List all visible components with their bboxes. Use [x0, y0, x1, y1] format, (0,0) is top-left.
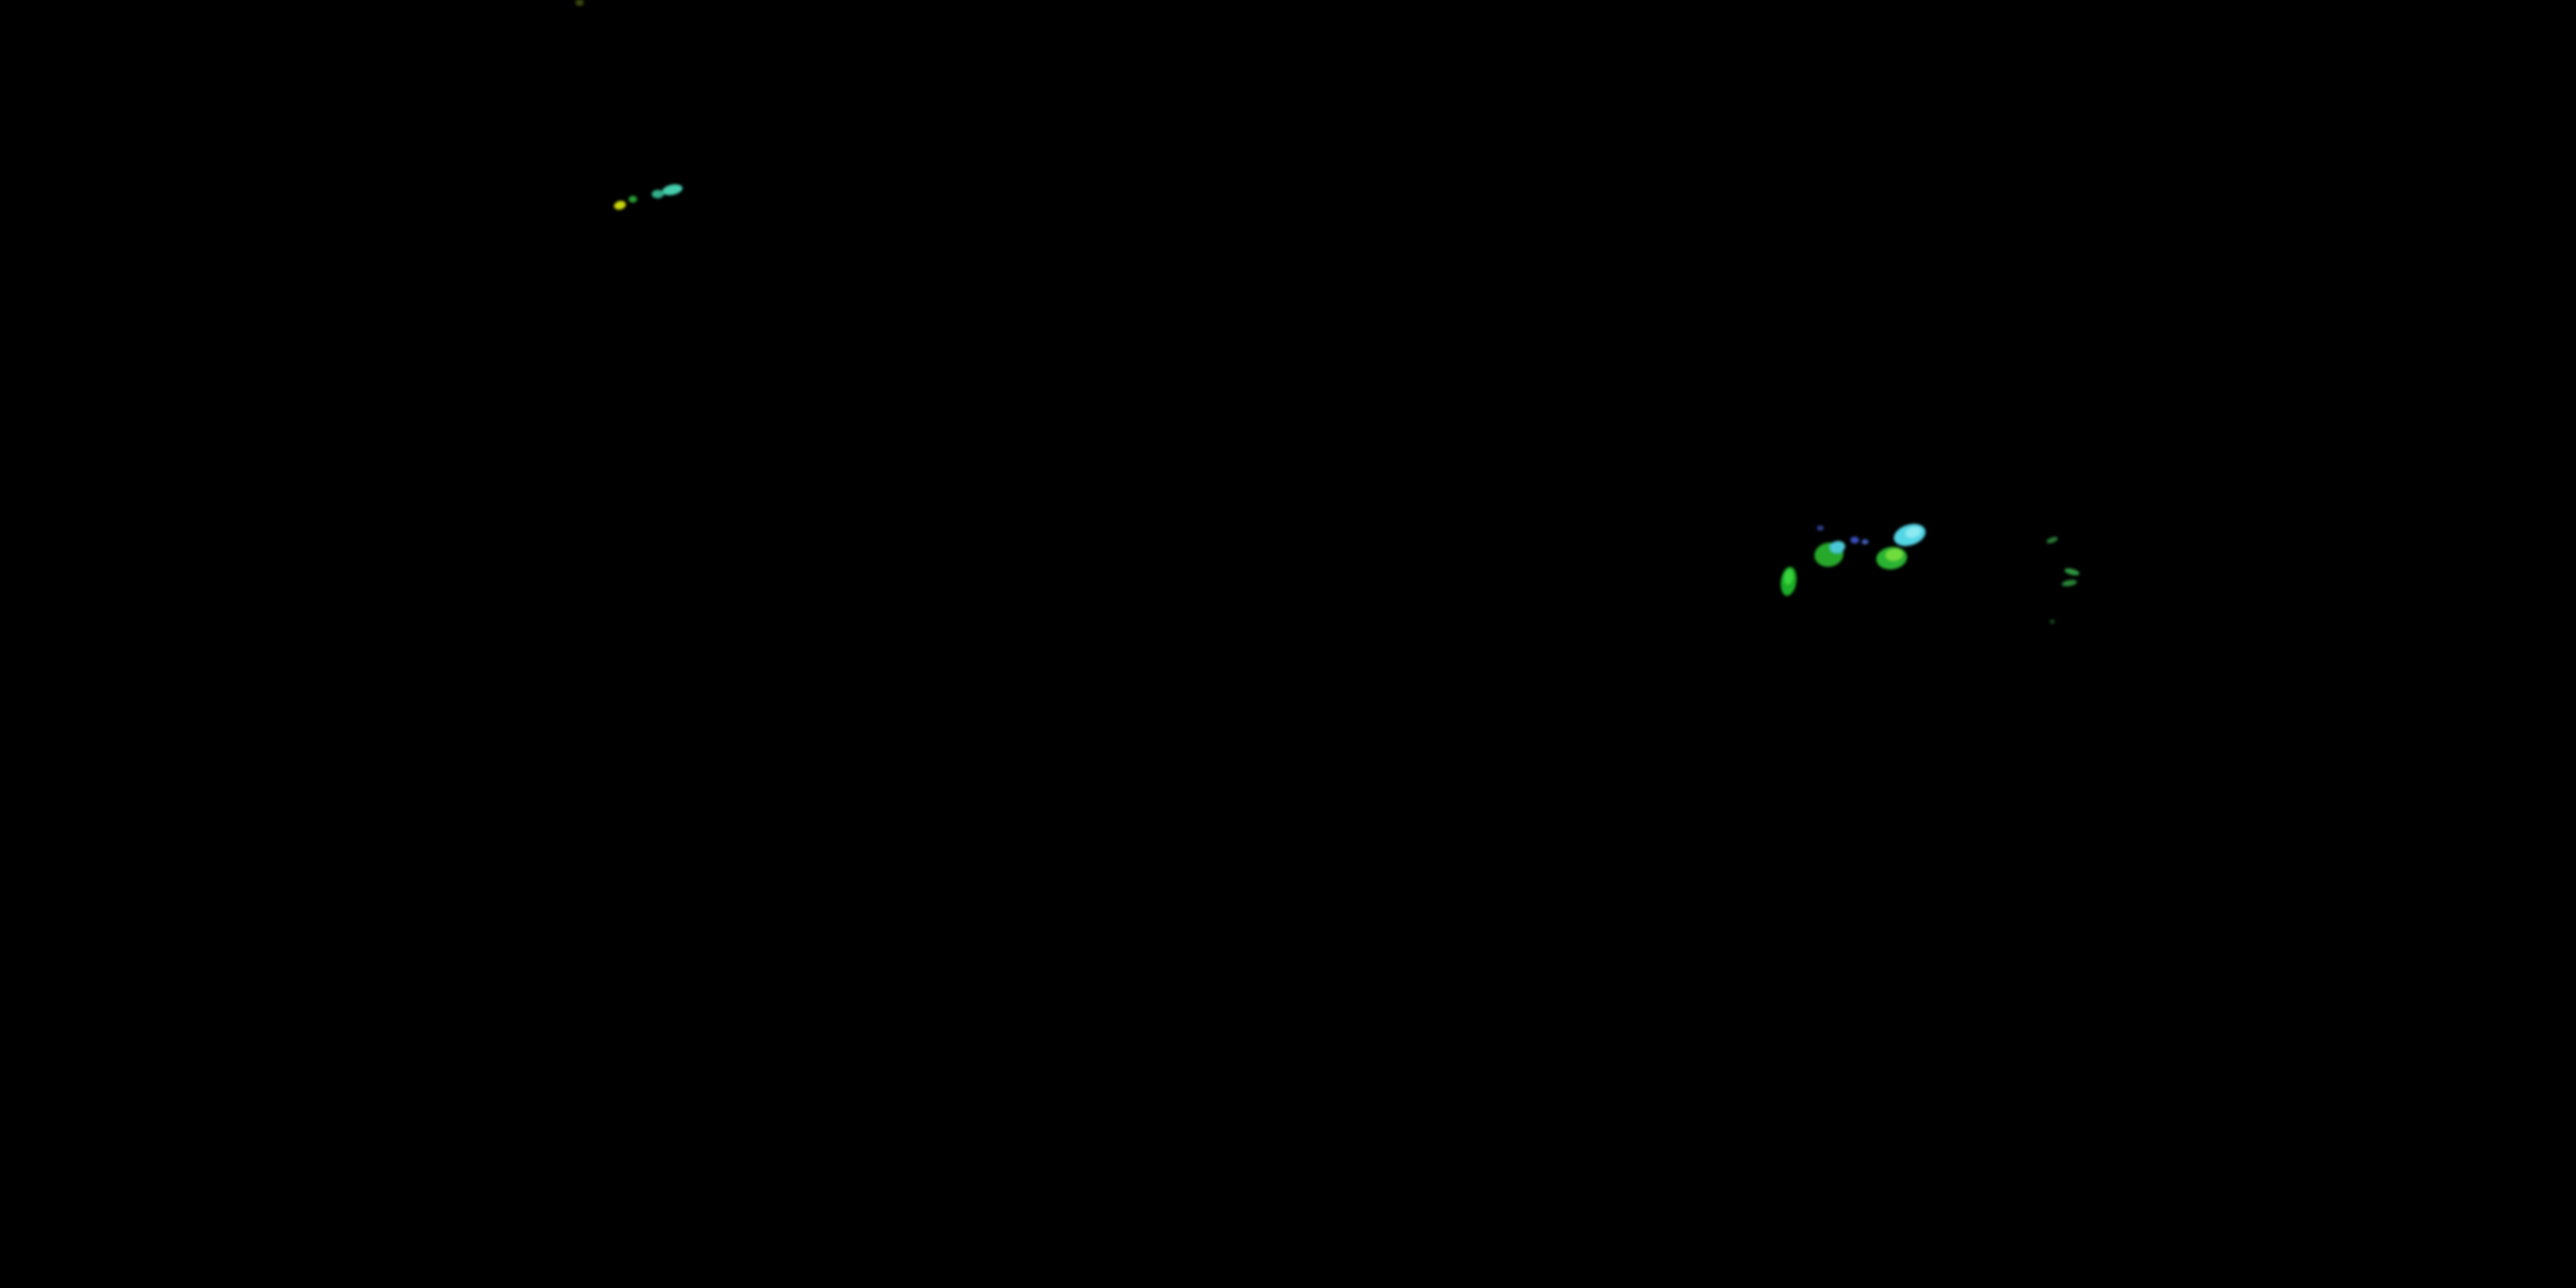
radar-echo-cell-a4-teal-cell-left — [652, 190, 664, 198]
radar-echo-cell-c3-arc-bottom — [2062, 580, 2077, 586]
radar-echo-cell-b5-cyan-core — [1905, 526, 1921, 538]
radar-echo-cell-c2-arc-top — [2064, 568, 2080, 576]
radar-echo-cell-b4-blue-speck-3 — [1817, 526, 1824, 531]
radar-echo-cell-a5-teal-cell-right — [662, 184, 683, 196]
radar-echo-cell-a2-yellow-cell — [614, 200, 626, 210]
radar-echo-cell-b3-blue-speck-1 — [1850, 537, 1859, 544]
radar-echo-cell-b6-lime-core — [1886, 548, 1903, 562]
radar-echo-cell-c4-faint-speck — [2050, 619, 2055, 624]
radar-echo-cell-b1-bright-core — [1783, 569, 1794, 585]
radar-echo-group — [575, 0, 2080, 624]
radar-echo-cell-a3-green-cell — [629, 196, 637, 203]
radar-echo-cell-b3-blue-speck-2 — [1862, 539, 1868, 544]
radar-echo-cell-a1-top-speck — [575, 0, 584, 6]
radar-echo-cell-c1-faint-dash — [2046, 537, 2058, 544]
radar-echo-cell-b2-cyan-patch — [1830, 540, 1845, 554]
